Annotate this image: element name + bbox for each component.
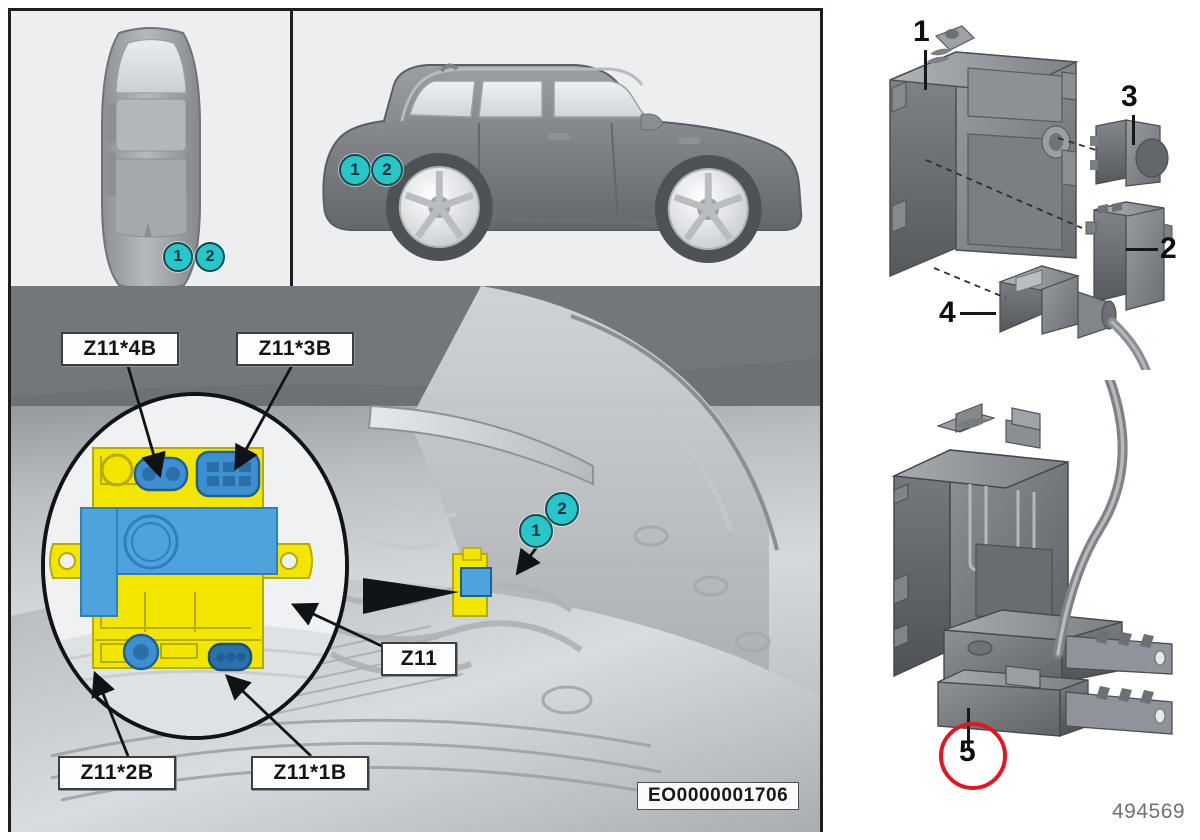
z11-3b-connector — [195, 450, 261, 498]
plan-badge-2: 2 — [195, 242, 225, 272]
label-z11-1b-text: Z11*1B — [273, 761, 347, 784]
magnified-module-illustration — [45, 396, 345, 736]
label-z11-2b: Z11*2B — [58, 756, 176, 790]
label-z11-text: Z11 — [400, 647, 438, 670]
vehicle-side-view-panel: 1 2 — [293, 11, 820, 286]
left-illustration-block: 1 2 — [8, 8, 823, 832]
plan-badge-1-label: 1 — [173, 248, 183, 265]
callout-3-label: 3 — [1121, 80, 1138, 113]
module-exploded-illustration — [889, 25, 1173, 370]
callout-4: 4 — [939, 296, 956, 330]
vehicle-plan-view-icon — [11, 11, 290, 286]
figure-number-text: 494569 — [1112, 800, 1186, 823]
vehicle-plan-view-panel: 1 2 — [11, 11, 293, 286]
side-badge-2: 2 — [371, 154, 403, 186]
figure-number: 494569 — [1112, 800, 1185, 824]
drawing-code-text: EO0000001706 — [648, 785, 789, 806]
photo-badge-2-label: 2 — [557, 499, 567, 518]
callout-4-leader — [960, 312, 996, 315]
z11-2b-connector — [122, 633, 160, 671]
luggage-compartment-photo: Z11*4B Z11*3B Z11 Z11*2B Z11*1B 1 2 — [11, 286, 820, 832]
vehicle-overview-row: 1 2 — [11, 11, 820, 286]
callout-5-label: 5 — [959, 735, 976, 768]
label-z11-3b-text: Z11*3B — [258, 337, 332, 360]
callout-1-leader — [924, 50, 927, 90]
callout-5: 5 — [959, 735, 976, 769]
plan-badge-2-label: 2 — [205, 248, 215, 265]
drawing-code: EO0000001706 — [637, 782, 800, 810]
photo-badge-2: 2 — [545, 492, 579, 526]
vehicle-side-view-icon — [293, 11, 820, 286]
label-z11: Z11 — [381, 642, 457, 676]
callout-2-leader — [1126, 248, 1158, 251]
side-badge-2-label: 2 — [382, 160, 392, 179]
callout-4-label: 4 — [939, 296, 956, 329]
label-z11-2b-text: Z11*2B — [80, 761, 154, 784]
right-exploded-block: 1 3 2 4 — [840, 0, 1200, 840]
label-z11-1b: Z11*1B — [251, 756, 369, 790]
callout-2: 2 — [1160, 232, 1177, 266]
side-badge-1-label: 1 — [350, 160, 360, 179]
photo-badge-1-label: 1 — [531, 521, 541, 540]
bracket-illustration — [891, 380, 1173, 737]
magnifier-circle — [41, 392, 349, 740]
label-z11-4b-text: Z11*4B — [83, 337, 157, 360]
side-badge-1: 1 — [339, 154, 371, 186]
label-z11-3b: Z11*3B — [236, 332, 354, 366]
z11-4b-connector — [133, 456, 189, 492]
callout-5-highlight-ring — [939, 722, 1007, 790]
plan-badge-1: 1 — [163, 242, 193, 272]
callout-1-label: 1 — [913, 15, 930, 48]
callout-3: 3 — [1121, 80, 1138, 114]
callout-1: 1 — [913, 15, 930, 49]
callout-3-leader — [1132, 115, 1135, 145]
callout-2-label: 2 — [1160, 232, 1177, 265]
label-z11-4b: Z11*4B — [61, 332, 179, 366]
photo-badge-1: 1 — [519, 514, 553, 548]
z11-1b-connector — [207, 642, 253, 672]
